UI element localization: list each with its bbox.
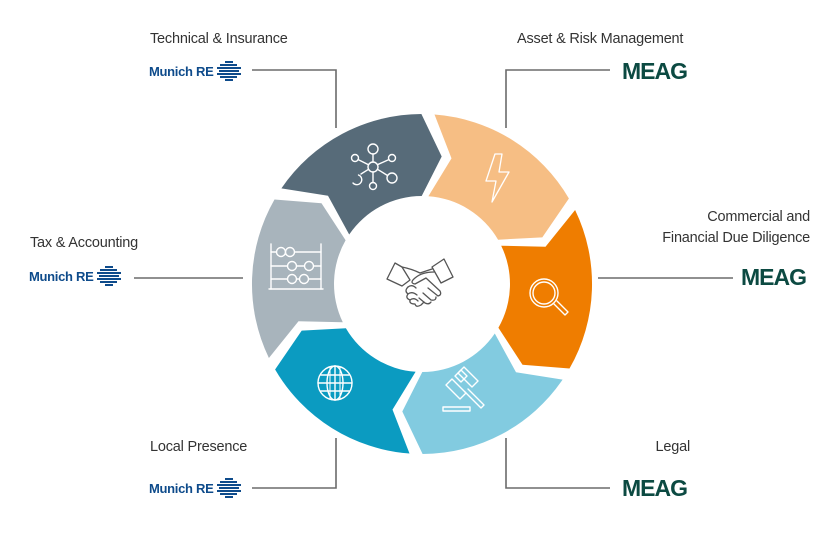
label-legal: Legal: [655, 439, 691, 455]
label-commercial-line2: Financial Due Diligence: [662, 230, 810, 246]
label-technical-insurance: Technical & Insurance: [150, 31, 288, 47]
abacus-icon: [268, 243, 324, 290]
segment-asset-risk-management: [428, 114, 569, 240]
globe-icon: [317, 365, 353, 401]
label-commercial-line1: Commercial and: [707, 209, 810, 225]
label-tax-accounting: Tax & Accounting: [30, 235, 139, 251]
magnifier-icon: [529, 278, 569, 316]
connector-local: [252, 438, 337, 489]
connector-lines: [134, 69, 733, 489]
segment-commercial-financial-due-diligence: [498, 210, 593, 369]
network-icon: [350, 143, 398, 191]
munich-re-emblem-icon: [217, 61, 242, 81]
munich-re-logo: Munich RE: [29, 266, 122, 286]
handshake-icon: [386, 258, 454, 307]
meag-logo: MEAG: [741, 264, 807, 290]
meag-logo: MEAG: [622, 58, 688, 84]
label-local-presence: Local Presence: [150, 439, 248, 455]
munich-re-emblem-icon: [217, 478, 242, 498]
munich-re-logo-text: Munich RE: [29, 268, 94, 284]
label-asset-risk-management: Asset & Risk Management: [517, 31, 684, 47]
munich-re-logo: Munich RE: [149, 478, 242, 498]
connector-technical: [252, 69, 337, 128]
connector-asset: [505, 69, 610, 128]
gavel-icon: [442, 366, 485, 412]
center-circle: [336, 198, 508, 370]
munich-re-logo-text: Munich RE: [149, 63, 214, 79]
munich-re-logo-text: Munich RE: [149, 480, 214, 496]
lightning-icon: [485, 153, 510, 203]
connector-legal: [505, 438, 610, 489]
segment-legal: [402, 333, 563, 454]
munich-re-logo: Munich RE: [149, 61, 242, 81]
meag-logo: MEAG: [622, 475, 688, 501]
munich-re-emblem-icon: [97, 266, 122, 286]
